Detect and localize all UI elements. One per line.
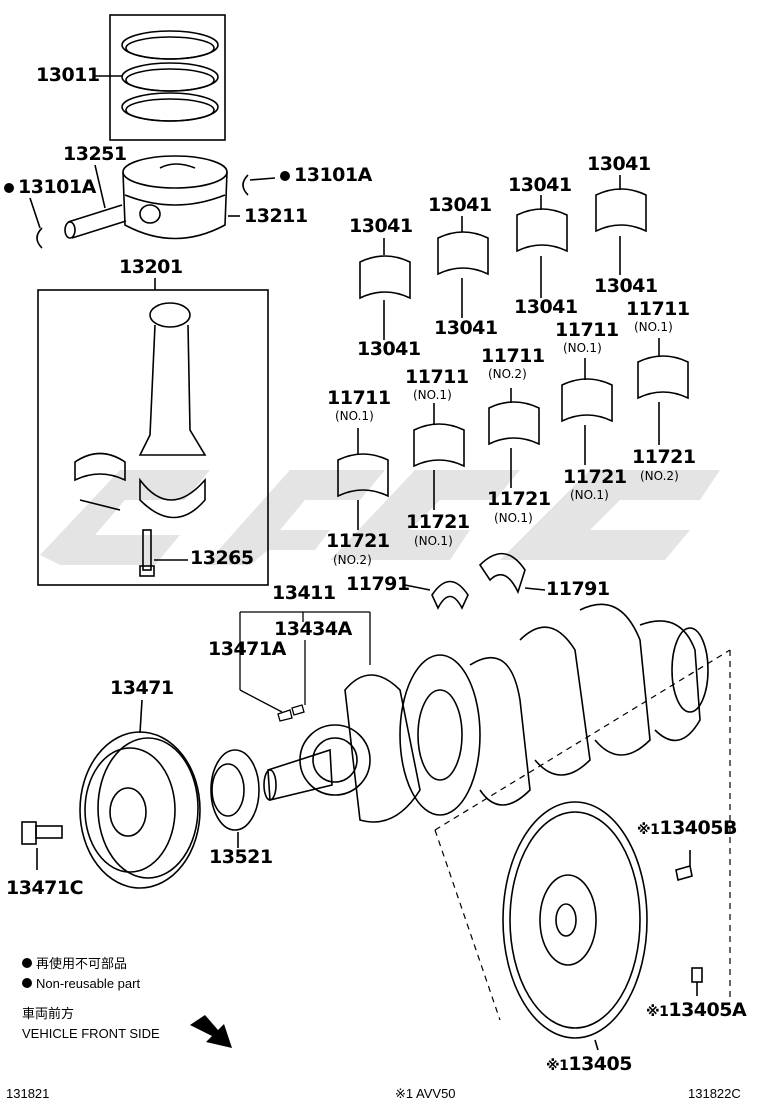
piston xyxy=(122,155,228,240)
timing-gear xyxy=(210,749,260,848)
part-label-11711: 11711 xyxy=(481,345,545,367)
flywheel-dashed-frame xyxy=(434,649,731,1021)
part-number: 13405A xyxy=(668,999,747,1021)
part-label-13041: 13041 xyxy=(594,275,658,297)
crankshaft xyxy=(263,603,709,823)
part-number: 13405 xyxy=(568,1053,632,1075)
legend-text: 再使用不可部品 xyxy=(36,956,128,971)
part-label-13265: 13265 xyxy=(190,547,254,569)
part-label-11791-left: 11791 xyxy=(346,573,410,595)
part-label-13011: 13011 xyxy=(36,64,100,86)
part-label-13041: 13041 xyxy=(357,338,421,360)
snap-rings xyxy=(29,174,276,249)
part-label-13471c: 13471C xyxy=(6,877,84,899)
part-label-13251: 13251 xyxy=(63,143,127,165)
non-reusable-dot-icon xyxy=(4,183,14,193)
key-leaders xyxy=(239,611,371,722)
part-label-13434a: 13434A xyxy=(274,618,352,640)
part-label-13211: 13211 xyxy=(244,205,308,227)
part-label-13405: ※113405 xyxy=(546,1055,632,1074)
part-sub-label: (NO.1) xyxy=(413,388,452,402)
legend-front-en: VEHICLE FRONT SIDE xyxy=(22,1026,160,1041)
part-label-11711: 11711 xyxy=(555,319,619,341)
non-reusable-dot-icon xyxy=(280,171,290,181)
part-sub-label: (NO.2) xyxy=(333,553,372,567)
part-sub-label: (NO.1) xyxy=(634,320,673,334)
figure-id-right: 131822C xyxy=(688,1086,741,1101)
pulley-bolt xyxy=(21,821,63,870)
part-label-13405a: ※113405A xyxy=(646,999,747,1021)
part-number: 13101A xyxy=(18,176,96,198)
part-label-13041: 13041 xyxy=(587,153,651,175)
part-label-13201: 13201 xyxy=(119,256,183,278)
piston-pin xyxy=(64,164,127,239)
piston-rings xyxy=(95,14,226,141)
vehicle-front-arrow xyxy=(190,1015,232,1048)
model-mark: ※1 xyxy=(646,1004,669,1020)
part-sub-label: (NO.2) xyxy=(488,367,527,381)
part-sub-label: (NO.1) xyxy=(563,341,602,355)
part-label-13041: 13041 xyxy=(508,174,572,196)
part-label-11721: 11721 xyxy=(563,466,627,488)
crank-bearings xyxy=(337,175,689,530)
legend-non-reusable-jp: 再使用不可部品 xyxy=(22,957,127,970)
part-label-11721: 11721 xyxy=(632,446,696,468)
part-sub-label: (NO.1) xyxy=(494,511,533,525)
legend-non-reusable-en: Non-reusable part xyxy=(22,977,140,990)
figure-id-left: 131821 xyxy=(6,1086,50,1101)
part-sub-label: (NO.1) xyxy=(570,488,609,502)
legend-front-jp: 車両前方 xyxy=(22,1006,75,1021)
connecting-rod xyxy=(37,278,269,586)
model-mark: ※1 xyxy=(546,1058,569,1074)
watermark-logo xyxy=(40,470,720,565)
part-label-13041: 13041 xyxy=(349,215,413,237)
crankshaft-pulley xyxy=(79,699,201,889)
part-label-13041: 13041 xyxy=(428,194,492,216)
part-label-11721: 11721 xyxy=(406,511,470,533)
part-label-11721: 11721 xyxy=(326,530,390,552)
part-label-11721: 11721 xyxy=(487,488,551,510)
part-label-13101a-left: 13101A xyxy=(4,178,96,197)
part-label-13411: 13411 xyxy=(272,582,336,604)
part-label-11711: 11711 xyxy=(405,366,469,388)
non-reusable-dot-icon xyxy=(22,978,32,988)
part-label-13101a-right: 13101A xyxy=(280,166,372,185)
part-label-13041: 13041 xyxy=(434,317,498,339)
thrust-washers xyxy=(404,552,546,610)
part-label-13405b: ※113405B xyxy=(637,819,737,838)
part-number: 13101A xyxy=(294,164,372,186)
part-number: 13405B xyxy=(659,817,737,839)
model-mark: ※1 xyxy=(637,822,660,838)
part-label-11791-right: 11791 xyxy=(546,578,610,600)
part-label-13521: 13521 xyxy=(209,846,273,868)
part-label-13471a: 13471A xyxy=(208,638,286,660)
part-sub-label: (NO.2) xyxy=(640,469,679,483)
flywheel xyxy=(502,801,648,1051)
part-label-11711: 11711 xyxy=(327,387,391,409)
part-label-11711: 11711 xyxy=(626,298,690,320)
legend-text: Non-reusable part xyxy=(36,976,141,991)
part-sub-label: (NO.1) xyxy=(414,534,453,548)
model-note: ※1 AVV50 xyxy=(395,1086,456,1101)
part-label-13041: 13041 xyxy=(514,296,578,318)
part-label-13471: 13471 xyxy=(110,677,174,699)
part-sub-label: (NO.1) xyxy=(335,409,374,423)
non-reusable-dot-icon xyxy=(22,958,32,968)
flywheel-bolts xyxy=(675,850,703,996)
